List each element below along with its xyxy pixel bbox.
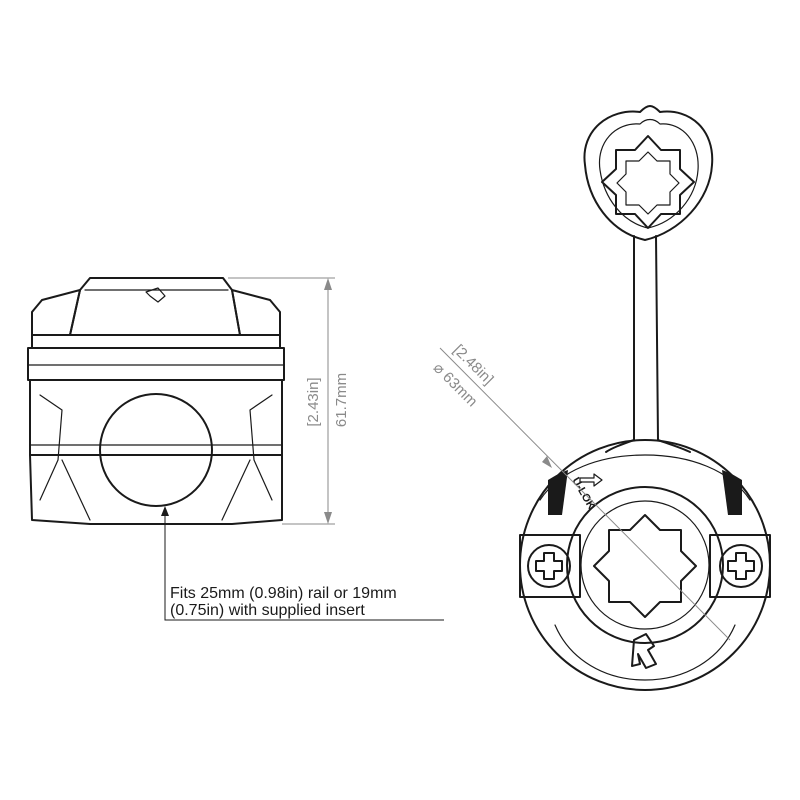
- side-band-1: [31, 334, 281, 349]
- top-upper-arc: [539, 454, 751, 501]
- side-facet-left-1: [39, 394, 63, 501]
- side-shoulder-right: [231, 289, 281, 336]
- side-view: [27, 277, 285, 525]
- u-lok-badge: U-LOK: [569, 476, 597, 512]
- cap-star-inner: [616, 151, 680, 215]
- rail-hole: [99, 393, 213, 507]
- knurl-right: [722, 470, 742, 515]
- knurl-left: [548, 470, 568, 515]
- screw-right: [719, 544, 763, 588]
- callout-line-2: (0.75in) with supplied insert: [170, 602, 365, 619]
- phillips-screw-icon: [527, 544, 571, 588]
- side-band-2: [27, 347, 285, 381]
- side-top-cap: [69, 277, 241, 336]
- tether-right: [655, 235, 659, 441]
- cap-star-outer: [601, 135, 695, 229]
- side-upper-body: [29, 379, 283, 456]
- screw-left: [527, 544, 571, 588]
- top-lower-arc: [554, 624, 736, 681]
- tether-cap-outer: [583, 105, 714, 241]
- ram-logo-icon: [631, 633, 657, 669]
- side-shoulder-left: [31, 289, 81, 336]
- collar-ring-inner: [580, 500, 710, 630]
- phillips-screw-icon: [719, 544, 763, 588]
- collar-ring-outer: [566, 486, 724, 644]
- ear-right: [709, 534, 771, 598]
- side-facet-right-2: [221, 459, 251, 521]
- side-height-dimension: [2.43in] 61.7mm: [228, 277, 350, 525]
- socket-star: [593, 514, 697, 618]
- side-facet-right-1: [249, 394, 273, 501]
- rail-callout: Fits 25mm (0.98in) rail or 19mm (0.75in)…: [161, 506, 444, 621]
- height-in-label: [2.43in]: [305, 377, 322, 426]
- side-lower-body: [29, 454, 283, 525]
- side-facet-left-2: [61, 459, 91, 521]
- ear-left: [519, 534, 581, 598]
- arrow-right-icon: [579, 473, 603, 487]
- callout-line-1: Fits 25mm (0.98in) rail or 19mm: [170, 585, 397, 602]
- height-mm-label: 61.7mm: [333, 373, 350, 427]
- top-view: U-LOK: [519, 105, 771, 691]
- side-logo-icon: [145, 287, 166, 303]
- brand-label: U-LOK: [569, 476, 597, 512]
